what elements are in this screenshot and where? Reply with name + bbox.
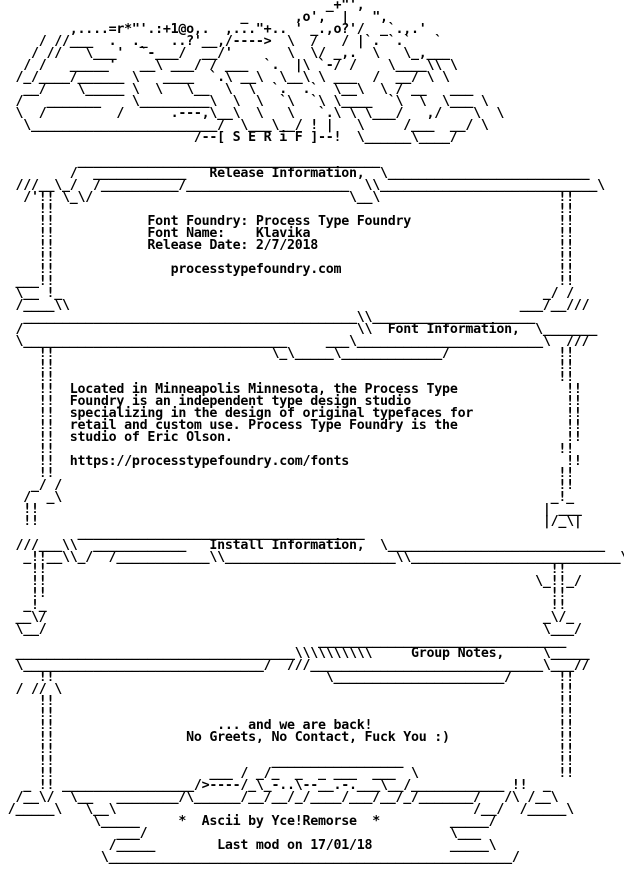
nfo-line: !! Font Name: Klavika !! <box>0 226 574 241</box>
nfo-line: !! !! <box>0 442 574 457</box>
nfo-line: ,....=r*"'.:+1@o,. ,..."+.. ' _.,o?'/ _`… <box>0 22 427 37</box>
nfo-line: / // \___' `-___/ __/' \ \/ _,. \ \_,___ <box>0 46 450 61</box>
nfo-line: _ ,o', | ", <box>0 10 388 25</box>
nfo-line: !! \______________________/ !! <box>0 670 574 685</box>
nfo-line: !! !! <box>0 466 574 481</box>
nfo-line: /_____ Last mod on 17/01/18 _____\ <box>0 838 497 853</box>
nfo-line: !! !! <box>0 742 574 757</box>
nfo-line: !! \_\_____\_____________/ !! <box>0 346 574 361</box>
nfo-line: ///__\_/ /__________/___________________… <box>0 178 606 193</box>
nfo-line: \_____ * Ascii by Yce!Remorse * _____/ <box>0 814 497 829</box>
nfo-line: /_/____/______ \ ____ `.\ __\ \__\ \ ___… <box>0 70 451 85</box>
nfo-line: / / _____' __\ ___/ / ___ `. |\ `-/ / \_… <box>0 58 458 73</box>
nfo-line: !! ... and we are back! !! <box>0 718 574 733</box>
nfo-line: ________________________________________… <box>0 310 536 325</box>
nfo-line: __\/ _\/_ <box>0 610 575 625</box>
nfo-line: ___/ \___ <box>0 826 481 841</box>
nfo-line: !! | ___ <box>0 502 582 517</box>
nfo-line: ///___\\ ____________ Install Informatio… <box>0 538 606 553</box>
nfo-line: !! processtypefoundry.com !! <box>0 262 574 277</box>
nfo-line: _+"', <box>0 0 365 13</box>
nfo-line: /'!! \_\/ \__\ !! <box>0 190 574 205</box>
nfo-line: \__/ \___/ <box>0 622 582 637</box>
nfo-line: / ____________ Release Information, \___… <box>0 166 590 181</box>
nfo-line: / //___ . ._ ..?'__,/----> \ / / |`. `.`… <box>0 34 443 49</box>
nfo-line: _!!__\\_/ /____________\\_______________… <box>0 550 624 565</box>
nfo-line: /_____\ \__\ /__/ /_____\ <box>0 802 574 817</box>
nfo-line: !! ___ / _/_ _ _ ___ ___ \ !! <box>0 766 574 781</box>
nfo-line: ____________________________________\\\\… <box>0 646 590 661</box>
nfo-line: / \\ Font Information, \_______ <box>0 322 598 337</box>
nfo-line: _____________________________________ <box>0 526 365 541</box>
nfo-line: / // \ !! <box>0 682 575 697</box>
nfo-line: !! !! <box>0 202 574 217</box>
nfo-line: !! !! <box>0 706 574 721</box>
nfo-line: /__\/ \__ ________/\______/__/__/_/____/… <box>0 790 559 805</box>
nfo-line: _!_ !! <box>0 598 567 613</box>
nfo-line: \__ !_ _/ / <box>0 286 575 301</box>
nfo-line: !! Foundry is an independent type design… <box>0 394 582 409</box>
nfo-line: !! !! <box>0 250 574 265</box>
nfo-line: \ / / .---,\__\ \ \ `.\ \ \___/ ,/ \ \ <box>0 106 505 121</box>
nfo-line: ___!! !! <box>0 274 575 289</box>
nfo-line: /--[ S E R i F ]--! \______\____/ <box>0 130 458 145</box>
nfo-line: \_______________________________________… <box>0 850 520 865</box>
nfo-line: !! No Greets, No Contact, Fuck You :) !! <box>0 730 574 745</box>
nfo-line: / _______ \_________\ \ \ `\ `\ \____ `\… <box>0 94 489 109</box>
nfo-line: / _\ _!_ <box>0 490 574 505</box>
nfo-line: /____\\ ___/__/// <box>0 298 590 313</box>
nfo-line: !! specializing in the design of origina… <box>0 406 582 421</box>
nfo-line: !! Release Date: 2/7/2018 !! <box>0 238 574 253</box>
nfo-line: !! https://processtypefoundry.com/fonts … <box>0 454 582 469</box>
nfo-line: !! \_!!_/ <box>0 574 582 589</box>
nfo-line: __/ \_____ \ \ \__ \ \ `. .` \__\ \ / __… <box>0 82 474 97</box>
nfo-line: _/ / !! <box>0 478 574 493</box>
nfo-line: !! studio of Eric Olson. !! <box>0 430 582 445</box>
nfo-line: _ !! _________________/>----/_\_-..\--__… <box>0 778 551 793</box>
nfo-line: !! !! <box>0 358 574 373</box>
nfo-line: !! !! <box>0 694 574 709</box>
nfo-line: !! _________________ !! <box>0 754 574 769</box>
nfo-line: !! !! <box>0 562 567 577</box>
nfo-line: !! |/_\| <box>0 514 582 529</box>
nfo-line: _______________________________________ <box>0 154 381 169</box>
nfo-line: \__________________________________ ___\… <box>0 334 590 349</box>
nfo-line: !! Located in Minneapolis Minnesota, the… <box>0 382 582 397</box>
nfo-line: \_______________________________/ ///___… <box>0 658 590 673</box>
nfo-line: !! !! <box>0 370 574 385</box>
nfo-line: ________________________________ <box>0 634 567 649</box>
nfo-line: !! Font Foundry: Process Type Foundry !! <box>0 214 574 229</box>
nfo-line: !! retail and custom use. Process Type F… <box>0 418 582 433</box>
nfo-line: \________________________/ \___\__/ ! | … <box>0 118 489 133</box>
nfo-line: !! !! <box>0 586 567 601</box>
